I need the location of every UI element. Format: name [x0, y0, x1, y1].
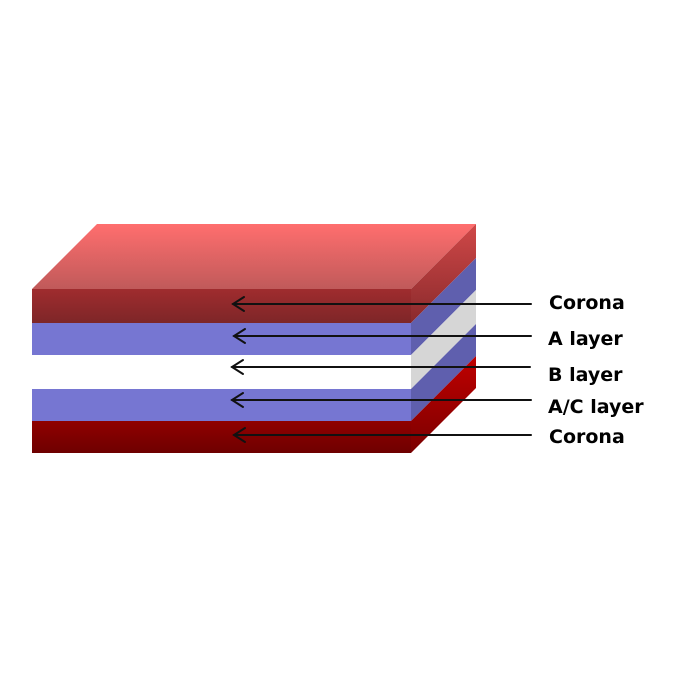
front-corona-top	[32, 289, 411, 323]
label-a-layer: A layer	[548, 328, 623, 350]
side-ac-layer	[411, 324, 476, 421]
label-b-layer: B layer	[548, 364, 623, 386]
label-corona-top: Corona	[549, 292, 625, 314]
side-a-layer	[411, 258, 476, 355]
side-b-layer	[411, 290, 476, 389]
label-ac-layer: A/C layer	[548, 396, 644, 418]
label-corona-bottom: Corona	[549, 426, 625, 448]
arrow-a-layer	[232, 328, 532, 344]
front-ac-layer	[32, 389, 411, 421]
arrow-b-layer	[230, 359, 531, 375]
side-corona-bottom	[411, 356, 476, 453]
side-corona-top	[411, 224, 476, 323]
front-corona-bottom	[32, 421, 411, 453]
front-a-layer	[32, 323, 411, 355]
arrow-ac-layer	[230, 392, 532, 408]
front-b-layer	[32, 355, 411, 389]
arrow-corona-top	[231, 296, 532, 312]
top-face	[32, 224, 476, 289]
arrow-corona-bottom	[232, 427, 532, 443]
